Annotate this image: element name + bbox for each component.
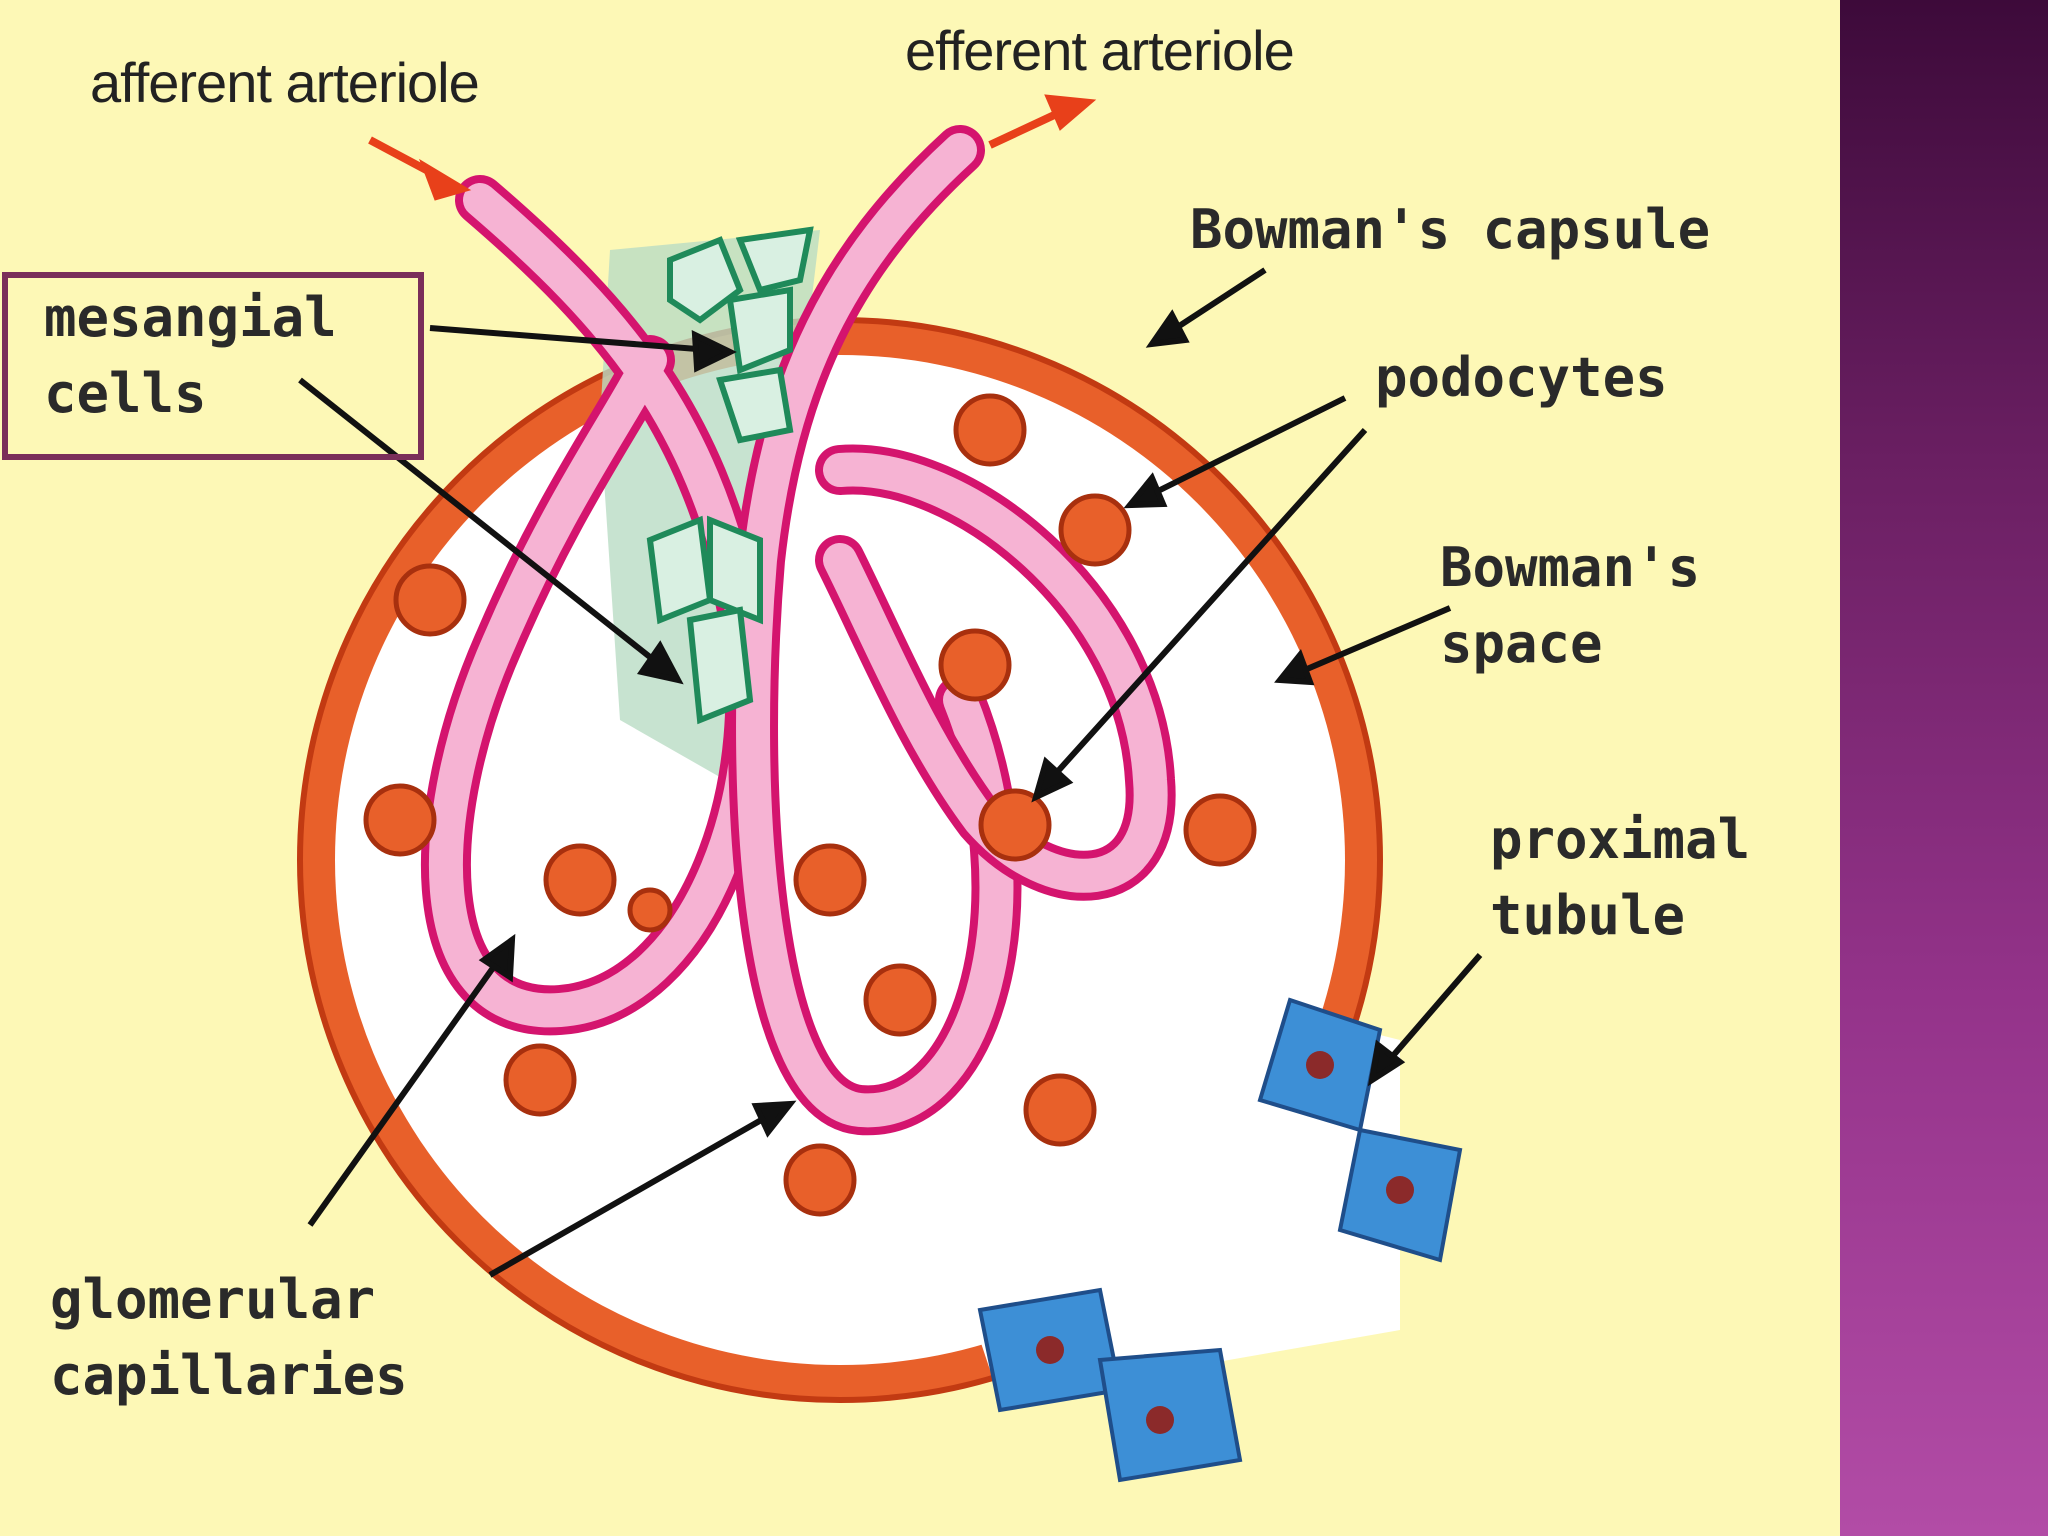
label-glomerular-capillaries: glomerular capillaries: [50, 1268, 408, 1407]
podocytes: [363, 393, 1257, 1217]
glomerulus-illustration: [297, 94, 1483, 1483]
glomerular-capillary-loops: [421, 125, 1176, 1136]
label-afferent-arteriole: afferent arteriole: [90, 51, 480, 114]
label-bowmans-capsule: Bowman's capsule: [1190, 198, 1711, 261]
slide-decor-sidebar: [1840, 0, 2048, 1536]
blood-flow-arrows: [368, 94, 1097, 201]
label-podocytes: podocytes: [1375, 346, 1668, 409]
label-mesangial-cells: mesangial cells: [44, 286, 337, 425]
label-proximal-tubule: proximal tubule: [1490, 808, 1751, 947]
leader-arrows: [298, 267, 1483, 1278]
mesangial-cells: [646, 226, 814, 725]
diagram-canvas: afferent arteriole efferent arteriole Bo…: [2, 19, 1751, 1483]
label-efferent-arteriole: efferent arteriole: [905, 19, 1295, 82]
proximal-tubule-cells: [977, 997, 1463, 1483]
mesangial-highlight-box: [2, 272, 424, 460]
label-bowmans-space: Bowman's space: [1440, 536, 1701, 675]
